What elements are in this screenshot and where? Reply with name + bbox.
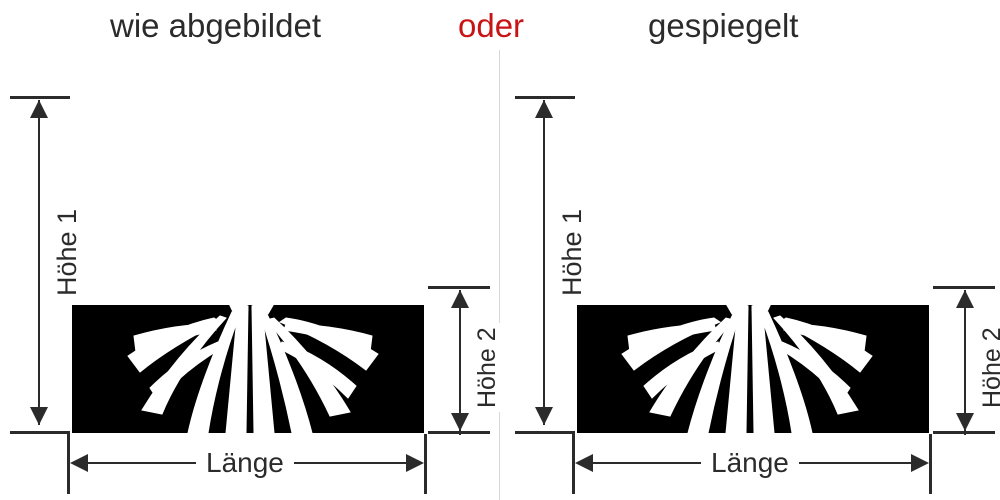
height2-tick-top [428, 286, 490, 289]
height2-dimension-line [964, 290, 966, 435]
header-label-as-shown: wie abgebildet [110, 7, 321, 44]
planter-box [72, 305, 424, 433]
length-arrow-right [911, 454, 929, 472]
diagram-panel-mirrored: Höhe 1 Höhe 2 Länge [500, 0, 1000, 500]
height1-arrow-up [535, 100, 553, 118]
height2-arrow-up [956, 290, 974, 308]
height1-tick-top [10, 96, 70, 99]
length-extension-left [572, 434, 575, 494]
length-arrow-left [70, 454, 88, 472]
height2-dimension-line [459, 290, 461, 435]
panel-divider [499, 50, 500, 500]
header-label-or: oder [458, 7, 525, 44]
height1-arrow-down [535, 407, 553, 425]
length-label: Länge [196, 447, 294, 479]
height1-tick-top [515, 96, 575, 99]
height2-label: Höhe 2 [977, 323, 1000, 412]
height1-label: Höhe 1 [52, 204, 82, 300]
header-row: wie abgebildet oder gespiegelt [0, 0, 1000, 52]
height1-arrow-up [30, 100, 48, 118]
length-arrow-left [575, 454, 593, 472]
header-label-mirrored: gespiegelt [648, 7, 799, 44]
height2-arrow-down [956, 413, 974, 431]
height2-arrow-down [451, 413, 469, 431]
height2-label: Höhe 2 [472, 323, 502, 412]
length-label: Länge [701, 447, 799, 479]
length-extension-right [929, 434, 932, 494]
height1-label: Höhe 1 [557, 204, 587, 300]
height2-arrow-up [451, 290, 469, 308]
diagram-panel-as-shown: Höhe 1 Höhe 2 Länge [10, 96, 502, 494]
height1-dimension-line [543, 100, 545, 425]
length-extension-left [67, 434, 70, 494]
height1-dimension-line [38, 100, 40, 425]
height1-tick-bottom [10, 431, 70, 434]
length-arrow-right [406, 454, 424, 472]
length-extension-right [424, 434, 427, 494]
height1-tick-bottom [515, 431, 575, 434]
height2-tick-top [933, 286, 995, 289]
height1-arrow-down [30, 407, 48, 425]
planter-box [577, 305, 929, 433]
